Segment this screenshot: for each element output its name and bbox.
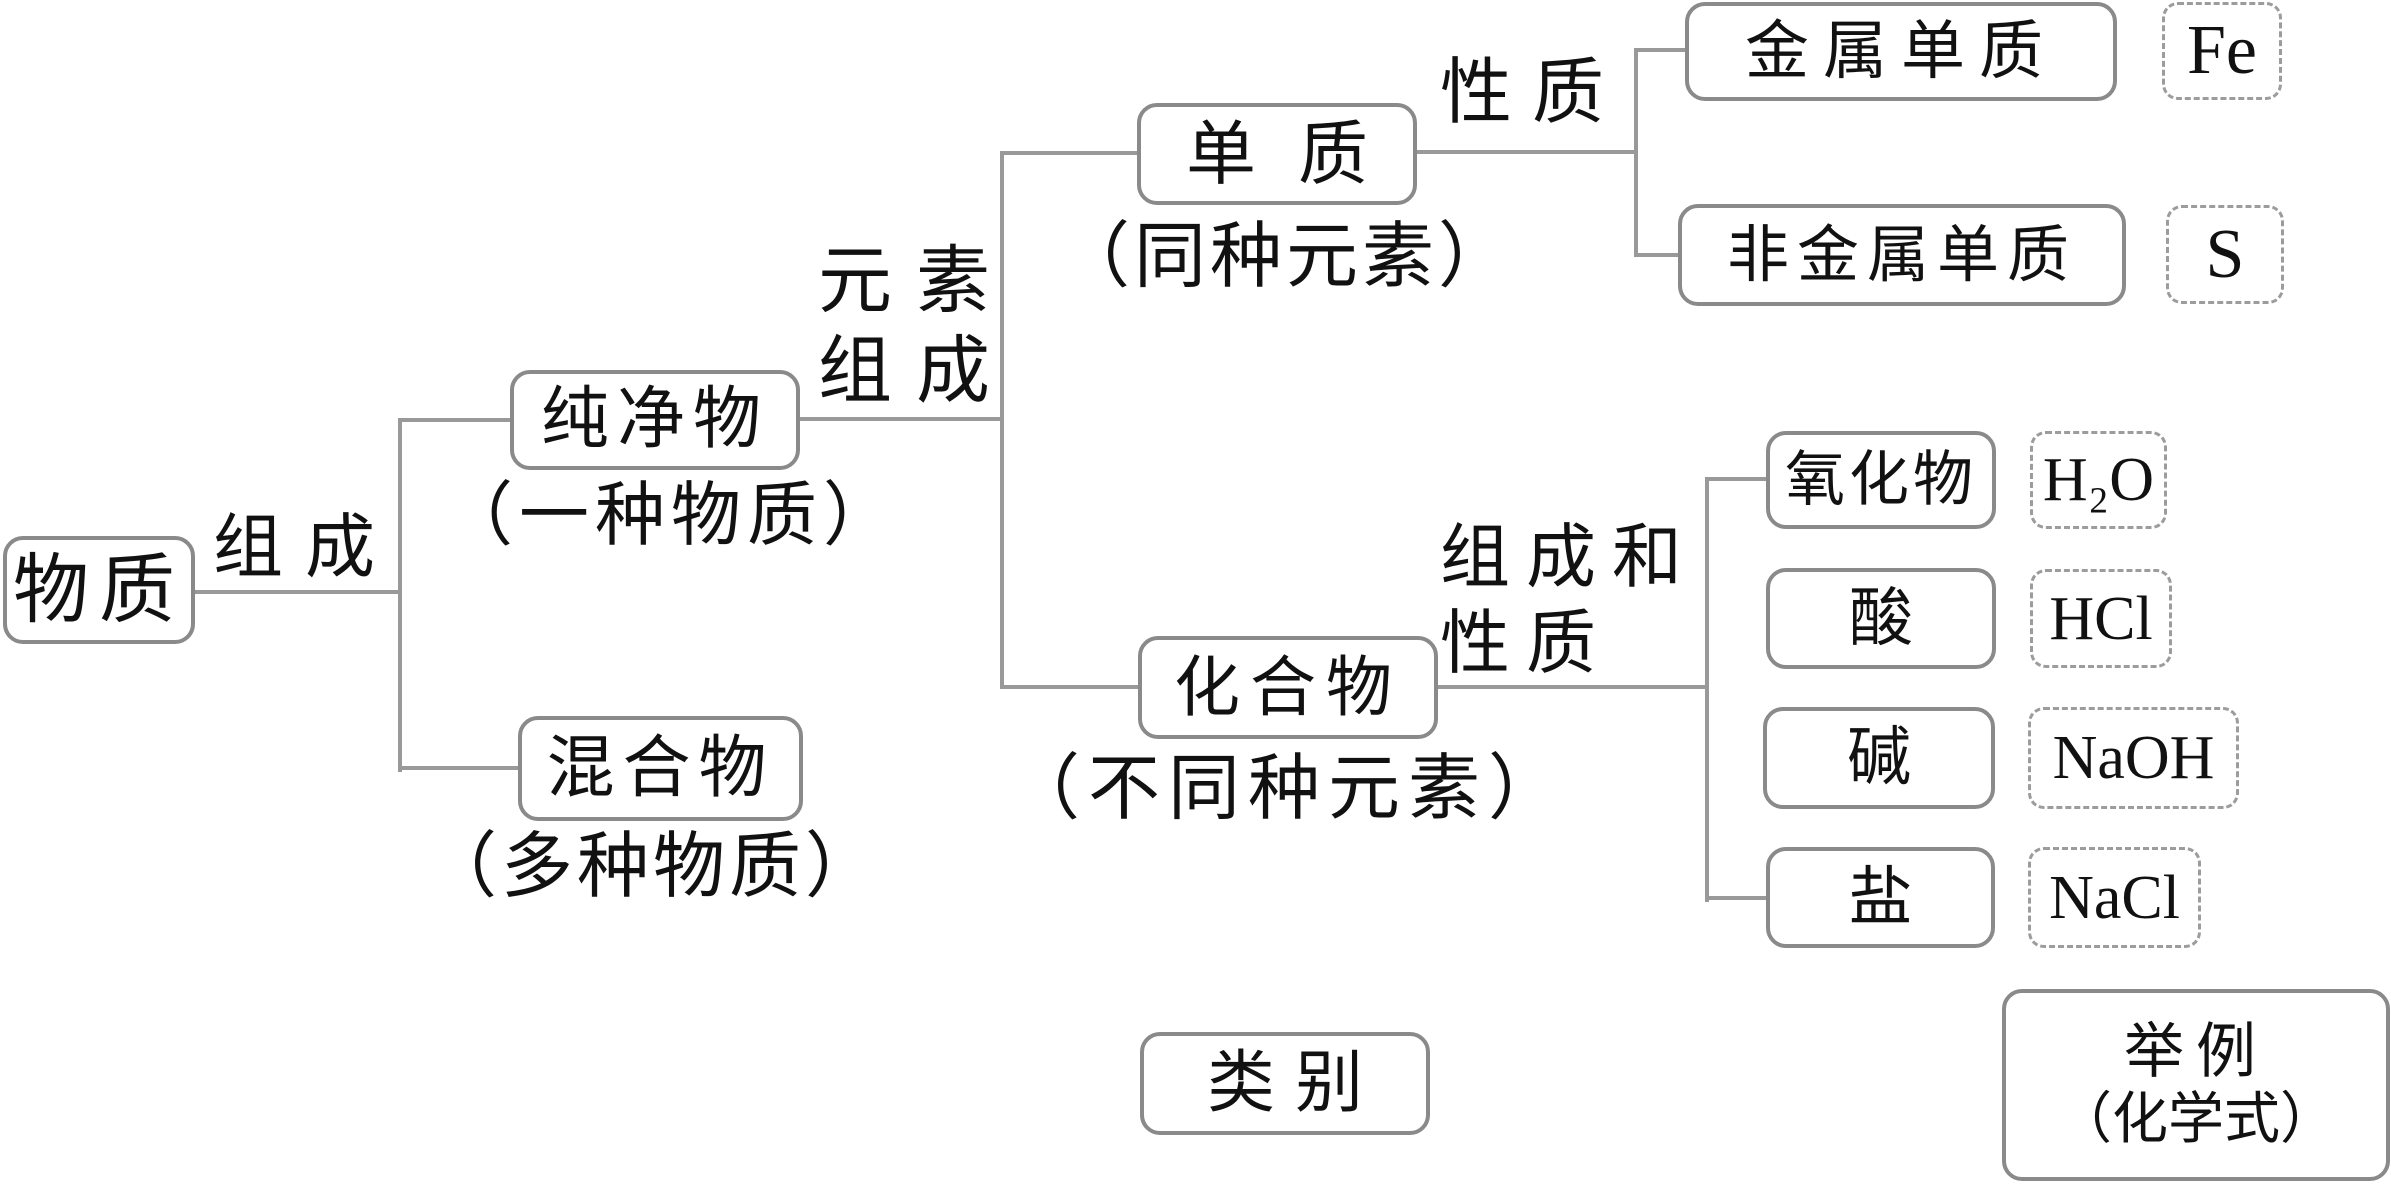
example-fe: Fe: [2162, 2, 2282, 100]
legend-example-line2: （化学式）: [2056, 1087, 2336, 1152]
legend-example-line1: 举例: [2124, 1017, 2268, 1087]
legend-category: 类别: [1140, 1032, 1430, 1135]
node-compound: 化合物: [1138, 636, 1438, 739]
edge-label-comp-and-prop-line2: 性质: [1440, 602, 1612, 684]
example-s-formula: S: [2205, 215, 2245, 293]
connector-compound-trunk4: [1436, 685, 1709, 689]
edge-label-comp-and-prop-line1: 组成和: [1440, 516, 1698, 598]
node-metal-element-label: 金属单质: [1745, 14, 2057, 89]
example-h2o-formula: H₂O: [2042, 446, 2155, 514]
node-metal-element: 金属单质: [1685, 2, 2117, 101]
node-element-label: 单质: [1186, 113, 1410, 195]
node-salt-label: 盐: [1848, 860, 1913, 935]
node-nonmetal-element: 非金属单质: [1678, 204, 2126, 306]
connector-trunk2-compound: [1000, 685, 1140, 689]
node-base: 碱: [1763, 707, 1995, 809]
connector-trunk4-oxide: [1705, 477, 1769, 481]
node-oxide-label: 氧化物: [1785, 445, 1977, 515]
trunk2-vertical: [1000, 152, 1004, 689]
example-nacl-formula: NaCl: [2049, 863, 2180, 932]
node-acid-label: 酸: [1849, 581, 1913, 656]
node-acid: 酸: [1766, 568, 1996, 669]
edge-label-element-composition-line2: 组成: [818, 328, 1014, 414]
connector-element-trunk3: [1415, 150, 1638, 154]
node-element: 单质: [1137, 103, 1417, 205]
node-pure-substance: 纯净物: [510, 370, 800, 470]
example-naoh-formula: NaOH: [2052, 724, 2215, 792]
edge-label-properties: 性质: [1440, 50, 1625, 134]
example-h2o: H₂O: [2030, 431, 2167, 529]
caption-compound: （不同种元素）: [1008, 746, 1569, 830]
node-matter: 物质: [3, 536, 195, 644]
node-compound-label: 化合物: [1174, 648, 1402, 726]
connector-trunk4-salt: [1705, 896, 1769, 900]
node-salt: 盐: [1766, 847, 1995, 948]
trunk4-vertical: [1705, 478, 1709, 902]
caption-pure-substance: （一种物质）: [443, 474, 899, 556]
node-mixture: 混合物: [518, 716, 803, 821]
connector-trunk2-element: [1000, 151, 1140, 155]
caption-element: （同种元素）: [1058, 214, 1515, 298]
edge-label-element-composition-line1: 元素: [818, 238, 1014, 324]
node-matter-label: 物质: [13, 545, 185, 634]
example-hcl-formula: HCl: [2049, 584, 2153, 653]
connector-trunk1-pure: [398, 418, 514, 422]
node-pure-substance-label: 纯净物: [540, 380, 769, 459]
node-mixture-label: 混合物: [546, 728, 775, 808]
edge-label-composition: 组成: [213, 506, 397, 588]
connector-matter-trunk1: [192, 590, 402, 594]
legend-example: 举例 （化学式）: [2002, 989, 2390, 1181]
caption-mixture: （多种物质）: [425, 824, 882, 908]
trunk1-vertical: [398, 418, 402, 772]
example-nacl: NaCl: [2028, 847, 2201, 948]
example-hcl: HCl: [2030, 569, 2172, 668]
connector-pure-trunk2: [798, 417, 1004, 421]
node-nonmetal-element-label: 非金属单质: [1726, 218, 2077, 291]
example-s: S: [2166, 205, 2284, 304]
connector-trunk3-nonmetal: [1634, 253, 1682, 257]
example-fe-formula: Fe: [2187, 12, 2257, 89]
connector-trunk1-mixture: [398, 766, 522, 770]
node-oxide: 氧化物: [1766, 431, 1996, 529]
legend-category-label: 类别: [1206, 1043, 1383, 1123]
trunk3-vertical: [1634, 49, 1638, 257]
connector-trunk3-metal: [1634, 48, 1688, 52]
node-base-label: 碱: [1847, 721, 1911, 795]
example-naoh: NaOH: [2028, 707, 2239, 809]
